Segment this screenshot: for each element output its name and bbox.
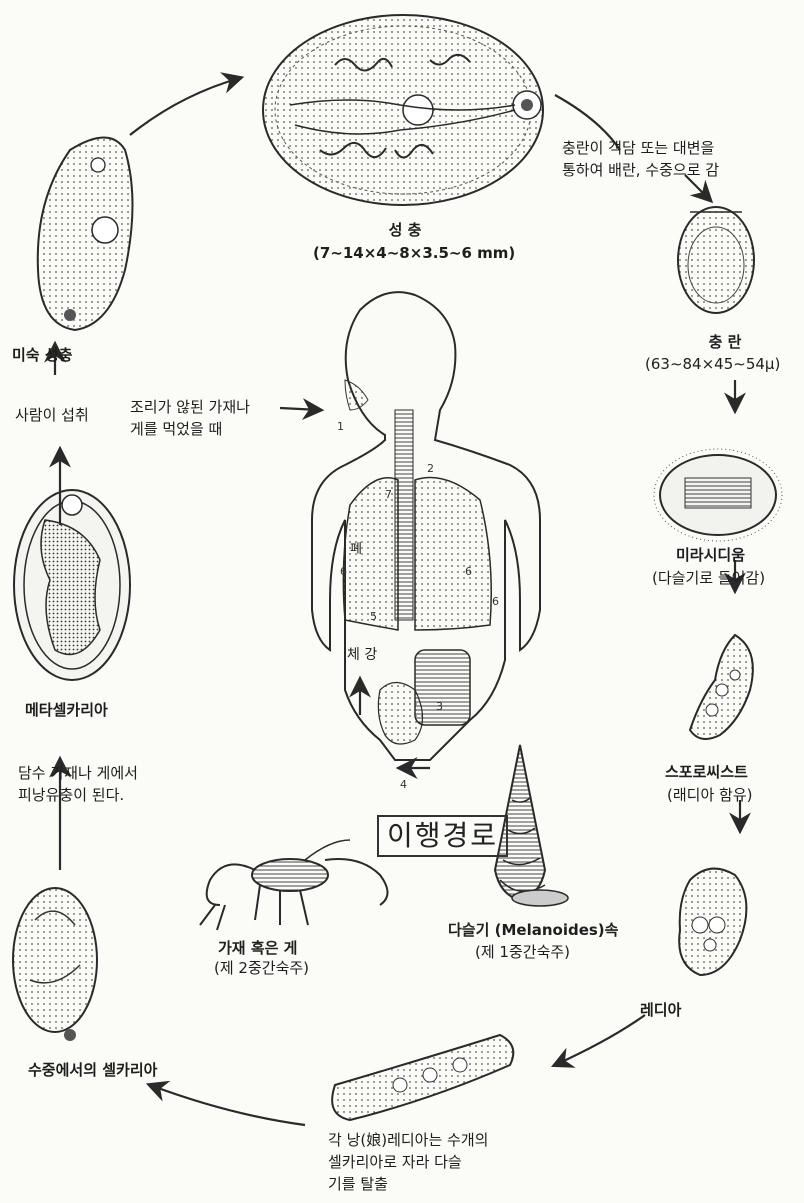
route-number: 3 — [436, 700, 443, 713]
crayfish-name: 가재 혹은 게 — [218, 938, 297, 958]
route-number: 5 — [370, 610, 377, 623]
egg-size: (63∼84×45∼54μ) — [645, 354, 780, 374]
sporocyst-note: (래디아 함유) — [667, 785, 752, 805]
immature-name: 미숙 성충 — [12, 345, 72, 365]
route-number: 6 — [492, 595, 499, 608]
miracidium-illustration — [654, 449, 782, 541]
eating-note-line2: 게를 먹었을 때 — [130, 419, 222, 439]
cercaria-name: 수중에서의 셀카리아 — [28, 1060, 157, 1080]
egg-release-line2: 통하여 배란, 수중으로 감 — [562, 160, 719, 180]
lung-label: 폐 — [350, 540, 362, 560]
miracidium-name: 미라시디움 — [676, 545, 745, 565]
redia-illustration — [679, 869, 746, 975]
snail-name: 다슬기 (Melanoides)속 — [448, 920, 618, 940]
route-number: 1 — [337, 420, 344, 433]
route-number: 4 — [400, 778, 407, 791]
egg-release-line1: 충란이 객담 또는 대변을 — [562, 138, 714, 158]
ingestion-label: 사람이 섭취 — [15, 405, 89, 425]
adult-name: 성 충 — [370, 220, 440, 240]
sporocyst-name: 스포로씨스트 — [665, 762, 748, 782]
route-number: 6 — [465, 565, 472, 578]
metacercaria-name: 메타셀카리아 — [25, 700, 108, 720]
migration-route-title: 이행경로 — [377, 815, 508, 857]
cercaria-illustration — [13, 888, 97, 1041]
crayfish-host: (제 2중간숙주) — [214, 958, 309, 978]
metacercaria-note-line1: 담수 가재나 게에서 — [18, 763, 138, 783]
adult-fluke-illustration — [263, 15, 543, 205]
route-number: 6 — [340, 565, 347, 578]
adult-size: (7∼14×4∼8×3.5∼6 mm) — [313, 243, 515, 263]
daughter-redia-line3: 기를 탈출 — [328, 1174, 388, 1194]
human-body-illustration — [312, 292, 540, 760]
route-number: 2 — [427, 462, 434, 475]
eating-note-line1: 조리가 않된 가재나 — [130, 397, 250, 417]
metacercaria-illustration — [14, 490, 130, 680]
metacercaria-note-line2: 피낭유충이 된다. — [18, 785, 124, 805]
egg-name: 충 란 — [690, 332, 760, 352]
daughter-redia-line1: 각 낭(娘)레디아는 수개의 — [328, 1130, 488, 1150]
daughter-redia-line2: 셀카리아로 자라 다슬 — [328, 1152, 462, 1172]
miracidium-note: (다슬기로 들어감) — [652, 568, 765, 588]
sporocyst-illustration — [690, 635, 753, 739]
redia-name: 레디아 — [640, 1000, 681, 1020]
route-number: 7 — [385, 488, 392, 501]
crayfish-illustration — [200, 840, 388, 930]
body-cavity-label: 체 강 — [347, 645, 377, 665]
egg-illustration — [678, 207, 754, 313]
daughter-redia-illustration — [332, 1035, 513, 1120]
snail-host: (제 1중간숙주) — [475, 942, 570, 962]
immature-fluke-illustration — [38, 138, 133, 331]
